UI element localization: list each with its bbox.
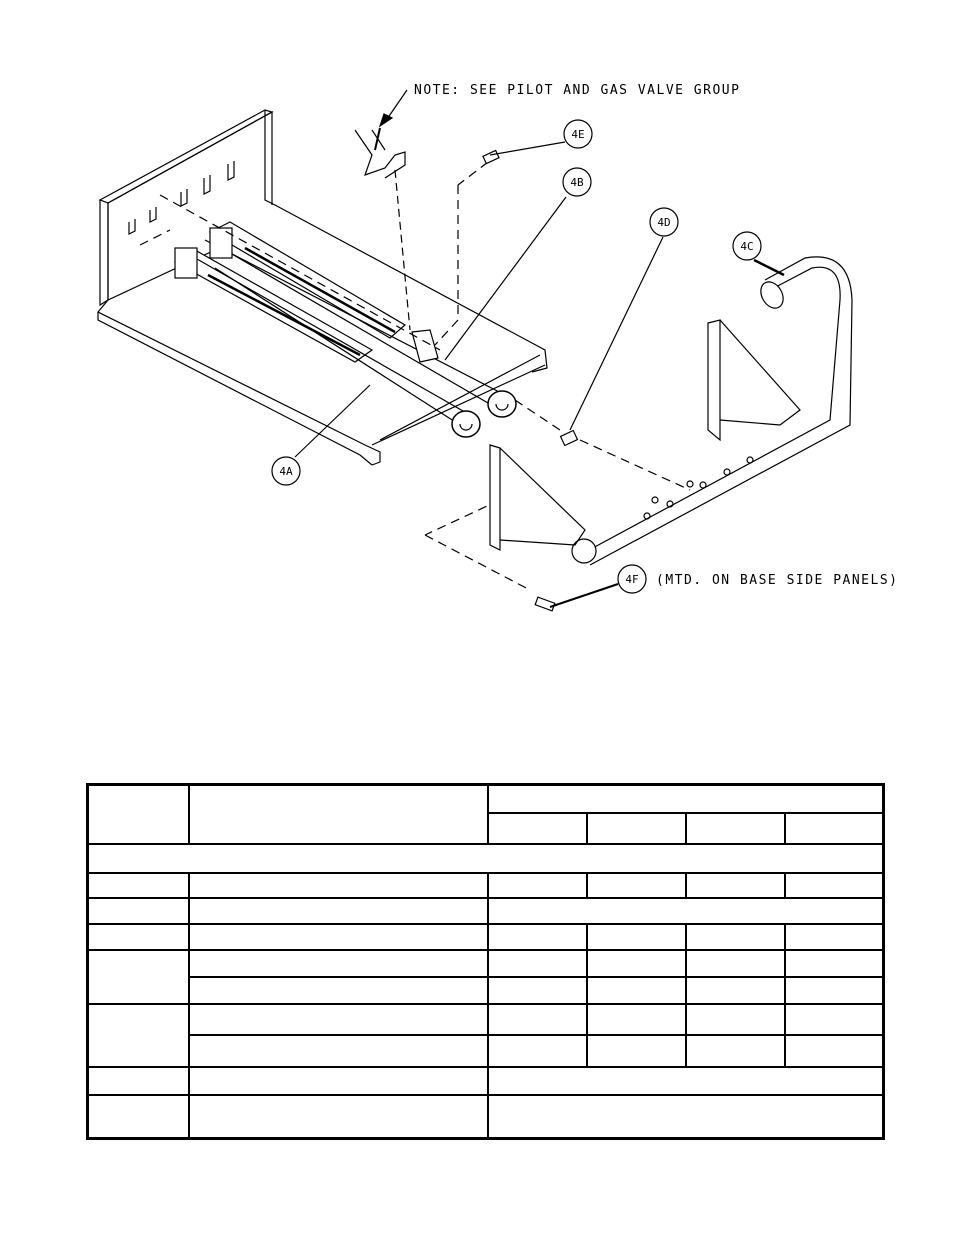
table-row — [86, 1093, 885, 1140]
cell — [187, 922, 489, 951]
cell — [187, 1002, 489, 1036]
cell — [585, 1002, 687, 1036]
assembly-lines — [139, 161, 691, 591]
pilot-note: NOTE: SEE PILOT AND GAS VALVE GROUP — [414, 83, 740, 98]
table-row — [86, 896, 885, 925]
cell — [585, 1033, 687, 1068]
callout-4e — [563, 119, 593, 149]
cell — [486, 1002, 588, 1036]
cell — [486, 948, 588, 978]
header-cell-item — [86, 783, 190, 845]
cell — [684, 1002, 786, 1036]
manifold-brackets — [489, 319, 801, 551]
cell — [585, 922, 687, 951]
table-header-row — [86, 783, 885, 845]
cell — [86, 1065, 190, 1096]
cell — [783, 871, 885, 899]
cell — [187, 1093, 489, 1140]
cell — [187, 1033, 489, 1068]
burner-box — [97, 109, 548, 466]
callout-4d — [649, 207, 679, 237]
cell — [486, 922, 588, 951]
cell — [187, 896, 489, 925]
manifold-pipe — [571, 256, 853, 566]
parts-table — [86, 783, 885, 1140]
cell — [585, 948, 687, 978]
table-row — [86, 871, 885, 899]
cell — [585, 871, 687, 899]
leader-lines — [294, 89, 785, 608]
cell — [187, 871, 489, 899]
cell — [783, 922, 885, 951]
mounting-note: (MTD. ON BASE SIDE PANELS) — [656, 573, 899, 588]
cell — [486, 896, 885, 925]
table-subheader-row — [88, 811, 885, 845]
cell — [86, 871, 190, 899]
callout-label-4c: 4C — [740, 240, 753, 253]
cell — [783, 975, 885, 1005]
cell — [684, 975, 786, 1005]
table-row — [86, 948, 885, 1005]
cell — [86, 1002, 190, 1068]
cell — [684, 948, 786, 978]
pilot-assembly — [354, 127, 439, 363]
cell — [86, 948, 190, 1005]
cell — [486, 871, 588, 899]
callout-4b — [562, 167, 592, 197]
header-cell-model — [585, 811, 687, 845]
cell — [86, 1093, 190, 1140]
cell — [86, 922, 190, 951]
callout-4f — [617, 564, 647, 594]
callout-label-4a: 4A — [279, 465, 293, 478]
header-cell-model — [684, 811, 786, 845]
header-cell-model — [486, 811, 588, 845]
table-row — [88, 975, 885, 1005]
cell — [486, 1065, 885, 1096]
callout-4c — [732, 231, 762, 261]
section-cell — [86, 842, 885, 874]
cell — [486, 1093, 885, 1140]
table-row — [86, 1002, 885, 1068]
cell — [783, 948, 885, 978]
cell — [187, 948, 489, 978]
cell — [783, 1002, 885, 1036]
cell — [684, 922, 786, 951]
header-cell-models — [486, 783, 885, 814]
cell — [684, 871, 786, 899]
header-cell-model — [783, 811, 885, 845]
burner-assembly-diagram: 4E 4B 4D 4C 4A 4F NOTE: SEE PILOT AND GA… — [97, 83, 899, 612]
cell — [486, 975, 588, 1005]
cell — [783, 1033, 885, 1068]
header-cell-description — [187, 783, 489, 845]
table-section-row — [86, 842, 885, 874]
cell — [187, 975, 489, 1005]
callout-label-4f: 4F — [625, 573, 638, 586]
table-row — [86, 922, 885, 951]
cell — [187, 1065, 489, 1096]
cell — [585, 975, 687, 1005]
callout-4a — [271, 456, 301, 486]
burner-tubes — [173, 221, 517, 438]
table-row — [86, 1065, 885, 1096]
cell — [86, 896, 190, 925]
callout-label-4d: 4D — [657, 216, 670, 229]
cell — [684, 1033, 786, 1068]
table-row — [88, 1033, 885, 1068]
callout-label-4e: 4E — [571, 128, 584, 141]
cell — [486, 1033, 588, 1068]
callout-label-4b: 4B — [570, 176, 584, 189]
